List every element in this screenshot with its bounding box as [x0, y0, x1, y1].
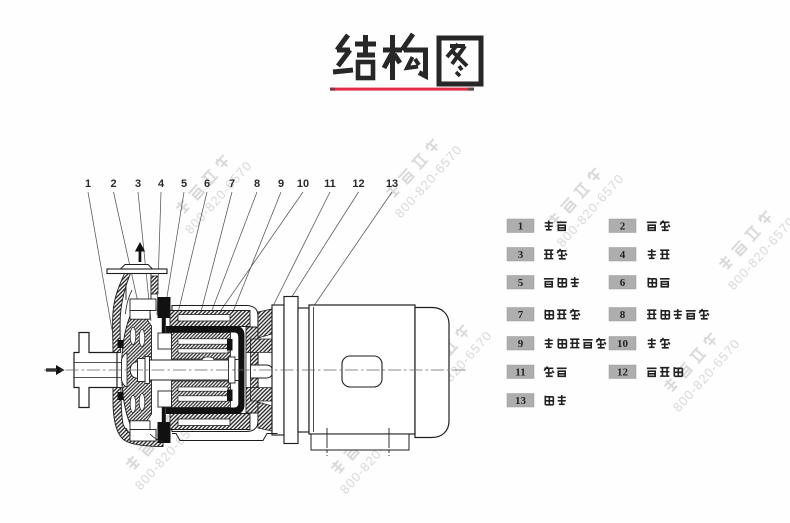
svg-text:5: 5: [181, 178, 187, 190]
svg-text:11: 11: [324, 178, 336, 190]
svg-text:10: 10: [297, 178, 309, 190]
svg-text:10: 10: [617, 338, 629, 350]
svg-text:12: 12: [352, 178, 364, 190]
svg-text:4: 4: [158, 178, 165, 190]
svg-text:1: 1: [518, 221, 524, 233]
svg-text:9: 9: [278, 178, 284, 190]
svg-text:3: 3: [135, 178, 141, 190]
svg-text:12: 12: [617, 367, 629, 379]
svg-text:2: 2: [620, 221, 626, 233]
svg-text:6: 6: [204, 178, 210, 190]
svg-text:7: 7: [229, 178, 235, 190]
svg-text:8: 8: [254, 178, 260, 190]
svg-text:11: 11: [515, 367, 525, 379]
svg-text:2: 2: [110, 178, 116, 190]
svg-text:13: 13: [515, 395, 527, 407]
svg-text:5: 5: [518, 277, 524, 289]
svg-text:3: 3: [518, 249, 524, 261]
svg-text:8: 8: [620, 309, 626, 321]
svg-text:13: 13: [386, 178, 398, 190]
svg-text:9: 9: [518, 338, 524, 350]
svg-text:4: 4: [620, 249, 626, 261]
svg-text:7: 7: [518, 309, 524, 321]
svg-text:6: 6: [620, 277, 626, 289]
svg-text:1: 1: [85, 178, 91, 190]
